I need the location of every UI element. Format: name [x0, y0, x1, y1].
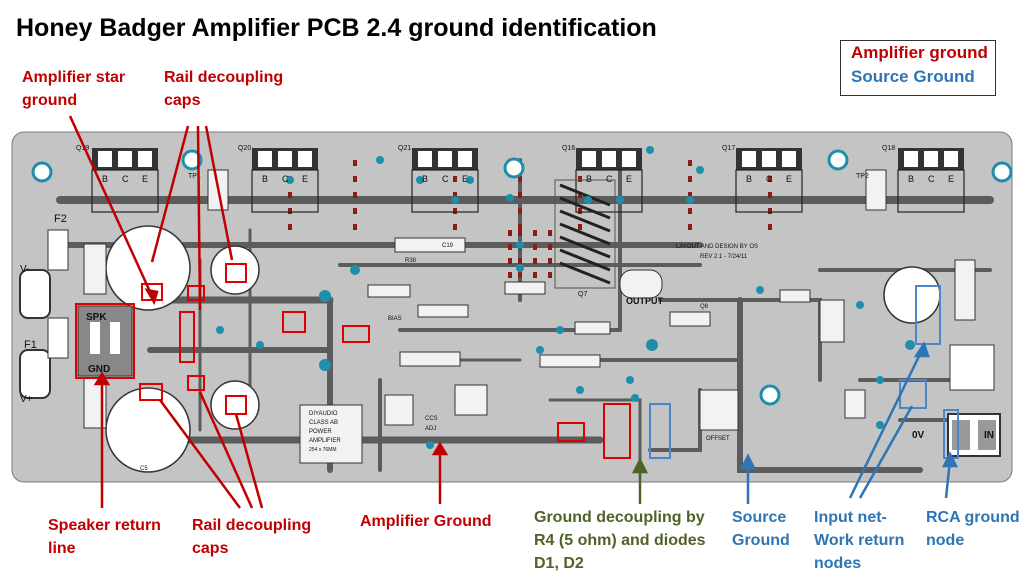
- svg-text:C: C: [442, 174, 449, 184]
- v-plus-label: V+: [20, 394, 33, 405]
- input-connector: [947, 344, 1001, 457]
- label-amplifier-ground: Amplifier Ground: [360, 513, 492, 530]
- svg-text:B: B: [262, 174, 268, 184]
- svg-text:B: B: [422, 174, 428, 184]
- pcb-red-traces: [288, 160, 772, 280]
- legend-box: Amplifier ground Source Ground: [840, 40, 996, 96]
- blue-annotation-arrows: [739, 341, 959, 504]
- tp2-label: TP2: [856, 173, 869, 180]
- svg-text:E: E: [142, 174, 148, 184]
- in-label: IN: [984, 430, 994, 441]
- offset-label: OFFSET: [706, 436, 730, 442]
- label-rca-ground: RCA ground node: [926, 509, 1020, 549]
- lc-label: Q8: [700, 304, 709, 310]
- board-name-2: CLASS AB: [309, 420, 338, 426]
- ccs-label: CCS: [425, 416, 438, 422]
- source-ground-boxes: [649, 285, 959, 459]
- pcb-vias: [216, 146, 915, 449]
- adj-label: ADJ: [425, 426, 436, 432]
- layout-credit: LAYOUT AND DESIGN BY OS: [676, 244, 758, 250]
- mounting-holes: [31, 149, 1013, 406]
- q18-label: Q18: [882, 145, 895, 152]
- output-inductor: [554, 179, 616, 289]
- svg-text:E: E: [626, 174, 632, 184]
- v-minus-label: V-: [20, 264, 29, 275]
- power-transistors: [91, 148, 965, 213]
- svg-text:C: C: [766, 174, 773, 184]
- electrolytic-caps: [105, 225, 941, 473]
- q19-label: Q19: [76, 145, 89, 152]
- svg-text:C: C: [928, 174, 935, 184]
- f2-label: F2: [54, 213, 67, 225]
- board-name-5: 254 x 76MM: [309, 447, 337, 453]
- svg-text:E: E: [462, 174, 468, 184]
- q20-label: Q20: [238, 145, 251, 152]
- green-annotation-arrow: [631, 457, 649, 504]
- q21-label: Q21: [398, 145, 411, 152]
- legend-amplifier-ground: Amplifier ground: [851, 43, 988, 62]
- svg-text:C: C: [122, 174, 129, 184]
- svg-text:B: B: [102, 174, 108, 184]
- spk-label: SPK: [86, 312, 107, 323]
- l1-label: Q7: [578, 291, 587, 298]
- label-rail-decoupling-top: Rail decoupling caps: [164, 69, 284, 109]
- c20-label: C19: [442, 243, 454, 249]
- small-components: [83, 169, 976, 464]
- svg-text:B: B: [586, 174, 592, 184]
- red-annotation-arrows: [68, 115, 449, 509]
- label-source-ground: Source Ground: [732, 509, 790, 549]
- ov-label: 0V: [912, 430, 925, 441]
- svg-text:C: C: [606, 174, 613, 184]
- q17-label: Q17: [722, 145, 735, 152]
- svg-text:E: E: [302, 174, 308, 184]
- label-input-network: Input net- Work return nodes: [814, 509, 905, 572]
- tp1-label: TP1: [188, 173, 201, 180]
- gnd-label: GND: [88, 364, 110, 375]
- label-ground-decoupling: Ground decoupling by R4 (5 ohm) and diod…: [534, 509, 706, 572]
- f1-label: F1: [24, 339, 37, 351]
- q16-label: Q16: [562, 145, 575, 152]
- left-connectors: [19, 229, 69, 399]
- c13-label: C5: [140, 466, 148, 472]
- board-name-4: AMPLIFIER: [309, 438, 341, 444]
- page-title: Honey Badger Amplifier PCB 2.4 ground id…: [16, 14, 657, 42]
- label-amp-star-ground: Amplifier star ground: [22, 69, 126, 109]
- r38-label: R38: [405, 258, 417, 264]
- svg-text:E: E: [786, 174, 792, 184]
- board-name-3: POWER: [309, 429, 332, 435]
- svg-text:E: E: [948, 174, 954, 184]
- output-label: OUTPUT: [626, 296, 664, 306]
- board-name-1: DIYAUDIO: [309, 411, 338, 417]
- bias-label: BIAS: [388, 316, 402, 322]
- svg-text:B: B: [746, 174, 752, 184]
- label-speaker-return: Speaker return line: [48, 517, 161, 557]
- svg-text:B: B: [908, 174, 914, 184]
- revision-text: REV 2.1 - 7/24/11: [700, 254, 748, 260]
- speaker-terminal: [77, 305, 133, 377]
- legend-source-ground: Source Ground: [851, 67, 975, 86]
- svg-text:C: C: [282, 174, 289, 184]
- label-rail-decoupling-bottom: Rail decoupling caps: [192, 517, 312, 557]
